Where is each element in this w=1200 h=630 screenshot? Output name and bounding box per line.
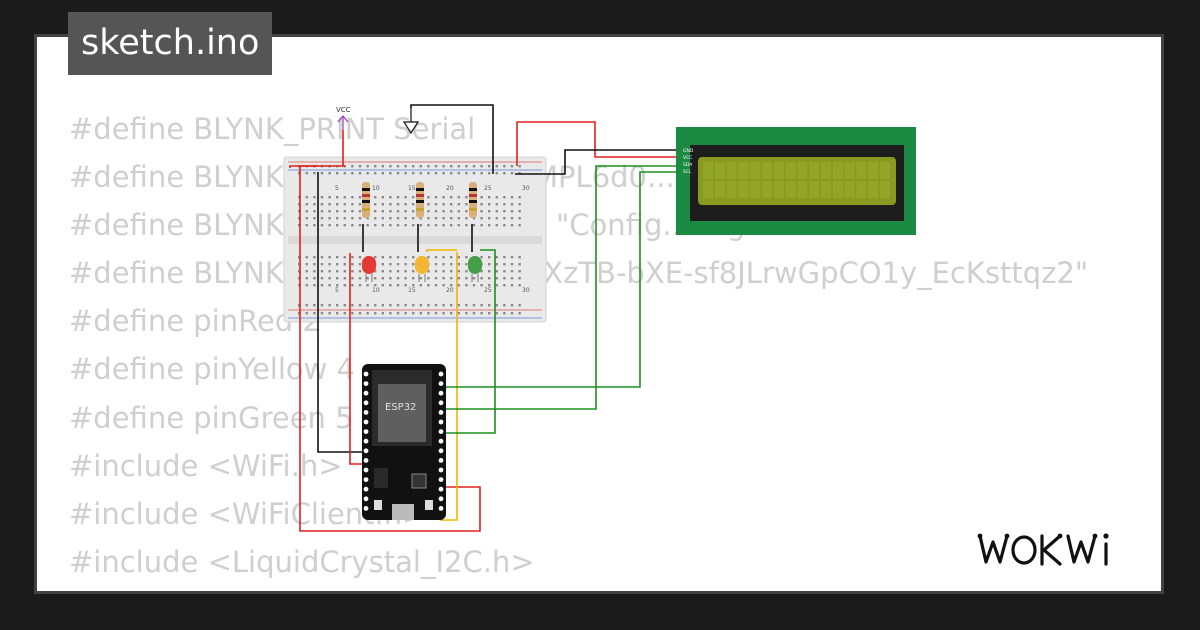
- lcd-pin-label: VCC: [683, 155, 692, 161]
- bb-number: 5: [335, 287, 339, 294]
- ground-symbol: [402, 108, 420, 135]
- bb-number: 25: [484, 185, 492, 192]
- bb-number: 15: [408, 287, 416, 294]
- led-green[interactable]: [468, 256, 482, 282]
- bb-number: 20: [446, 287, 454, 294]
- led-yellow[interactable]: [415, 256, 429, 282]
- lcd-pin-label: GND: [683, 148, 694, 154]
- bb-number: 10: [372, 287, 380, 294]
- bb-number: 5: [335, 185, 339, 192]
- led-red[interactable]: [362, 256, 376, 282]
- lcd-pin-label: SDA: [683, 162, 693, 168]
- code-line: #define BLYNK_PRINT Serial: [69, 112, 476, 146]
- bb-number: 20: [446, 185, 454, 192]
- bb-number: 30: [522, 185, 530, 192]
- bb-number: 25: [484, 287, 492, 294]
- esp32-board[interactable]: ESP32: [362, 364, 446, 520]
- lcd-display[interactable]: GND VCC SDA SCL: [676, 127, 916, 235]
- bb-number: 15: [408, 185, 416, 192]
- code-line: #define pinRed 2: [69, 304, 321, 339]
- breadboard: 5 10 15 20 25 30 5 10 15 20 25 30: [283, 156, 547, 323]
- code-line: #define pinYellow 4: [69, 352, 356, 387]
- vcc-label: VCC: [336, 106, 351, 114]
- file-tab[interactable]: sketch.ino: [68, 12, 273, 75]
- wokwi-logo: [977, 533, 1109, 566]
- code-line: #define pinGreen 5: [69, 400, 354, 435]
- vcc-symbol: VCC: [336, 106, 351, 130]
- bb-number: 10: [372, 185, 380, 192]
- bb-number: 30: [522, 287, 530, 294]
- lcd-pin-label: SCL: [683, 169, 692, 175]
- code-line: #include <WiFi.h>: [69, 448, 343, 483]
- code-line: #include <LiquidCrystal_I2C.h>: [69, 544, 535, 579]
- resistors: [362, 182, 477, 218]
- esp32-label: ESP32: [385, 402, 416, 413]
